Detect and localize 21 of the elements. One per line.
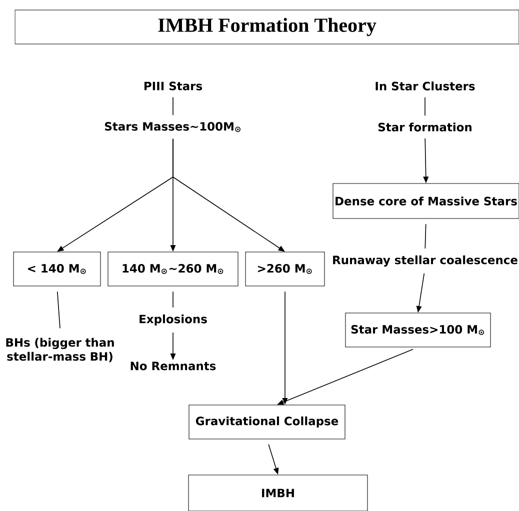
process-box: 140 M$_{⊙}$∼260 M$_{⊙}$ xyxy=(108,252,238,286)
step-text: Explosions xyxy=(140,314,207,326)
process-box: Gravitational Collapse xyxy=(188,404,346,440)
connector-line xyxy=(172,96,174,116)
process-box: >260 M$_{⊙}$ xyxy=(245,252,325,286)
process-box: < 140 M$_{⊙}$ xyxy=(13,252,101,286)
connector-line xyxy=(424,96,426,116)
step-text: No Remnants xyxy=(130,362,216,370)
step-text: In Star Clusters xyxy=(376,82,475,90)
step-text: Star formation xyxy=(378,122,472,132)
step-text: PIII Stars xyxy=(144,82,202,90)
step-text: Runaway stellar coalescence xyxy=(333,255,518,267)
process-box: Dense core of Massive Stars xyxy=(332,183,519,219)
connector-line xyxy=(56,291,60,329)
process-box: IMBH xyxy=(188,474,368,511)
process-box: Star Masses>100 M$_{⊙}$ xyxy=(345,312,491,348)
step-text: BHs (bigger than stellar-mass BH) xyxy=(6,338,114,362)
title-box: IMBH Formation Theory xyxy=(14,10,519,44)
connector-line xyxy=(172,291,174,308)
connector-line xyxy=(424,224,426,249)
step-text: Stars Masses∼100M$_{⊙}$ xyxy=(104,122,240,132)
